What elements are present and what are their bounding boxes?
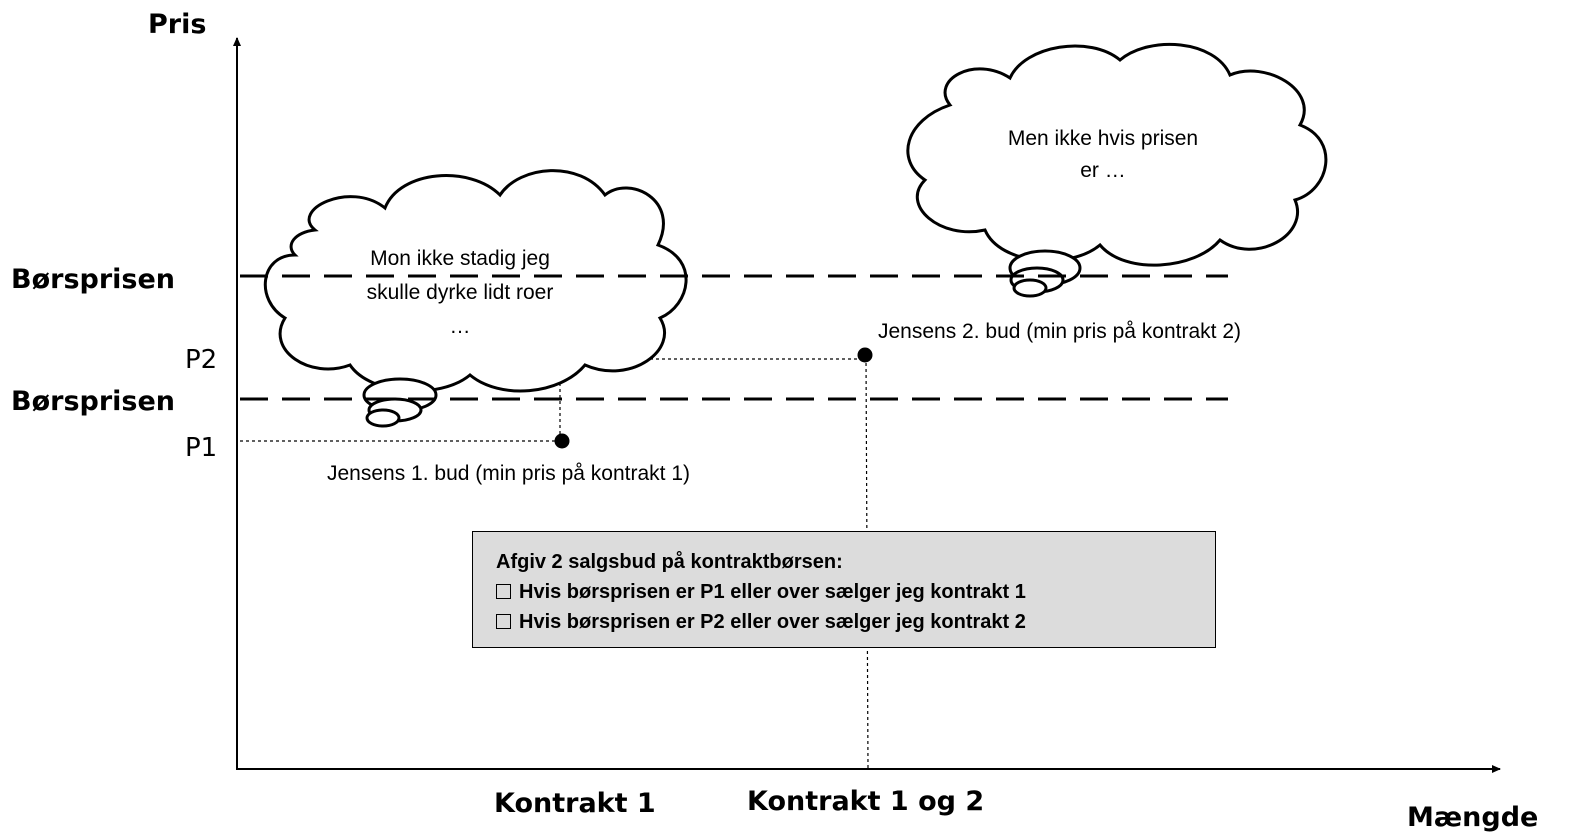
box-item-2-text: Hvis børsprisen er P2 eller over sælger … xyxy=(519,611,1026,633)
p1-label: P1 xyxy=(185,433,217,463)
box-item-2: Hvis børsprisen er P2 eller over sælger … xyxy=(496,607,1215,637)
p2-label: P2 xyxy=(185,345,217,375)
box-heading: Afgiv 2 salgsbud på kontraktbørsen: xyxy=(496,551,843,573)
bid-1-annotation: Jensens 1. bud (min pris på kontrakt 1) xyxy=(327,462,690,485)
bid-instructions-box: Afgiv 2 salgsbud på kontraktbørsen: Hvis… xyxy=(472,531,1216,648)
y-axis-label: Pris xyxy=(148,9,206,40)
thought-left-line-1: Mon ikke stadig jeg xyxy=(370,247,550,270)
bid-2-point xyxy=(857,347,873,363)
thought-left-line-2: skulle dyrke lidt roer xyxy=(367,281,554,304)
box-item-1-text: Hvis børsprisen er P1 eller over sælger … xyxy=(519,581,1026,603)
thought-cloud-left xyxy=(263,169,688,428)
thought-right-line-1: Men ikke hvis prisen xyxy=(1008,127,1198,150)
thought-right-line-2: er … xyxy=(1080,159,1126,182)
x-axis-label: Mængde xyxy=(1407,802,1538,833)
kontrakt-1-label: Kontrakt 1 xyxy=(494,788,656,819)
thought-cloud-right xyxy=(906,42,1328,298)
borsprisen-high-label: Børsprisen xyxy=(11,264,175,295)
bid-2-annotation: Jensens 2. bud (min pris på kontrakt 2) xyxy=(878,320,1241,343)
kontrakt-1-og-2-label: Kontrakt 1 og 2 xyxy=(747,786,984,817)
borsprisen-low-label: Børsprisen xyxy=(11,386,175,417)
bid-1-point xyxy=(554,433,570,449)
checkbox-icon xyxy=(496,584,511,599)
thought-left-line-3: … xyxy=(450,315,471,338)
checkbox-icon xyxy=(496,614,511,629)
box-item-1: Hvis børsprisen er P1 eller over sælger … xyxy=(496,577,1215,607)
